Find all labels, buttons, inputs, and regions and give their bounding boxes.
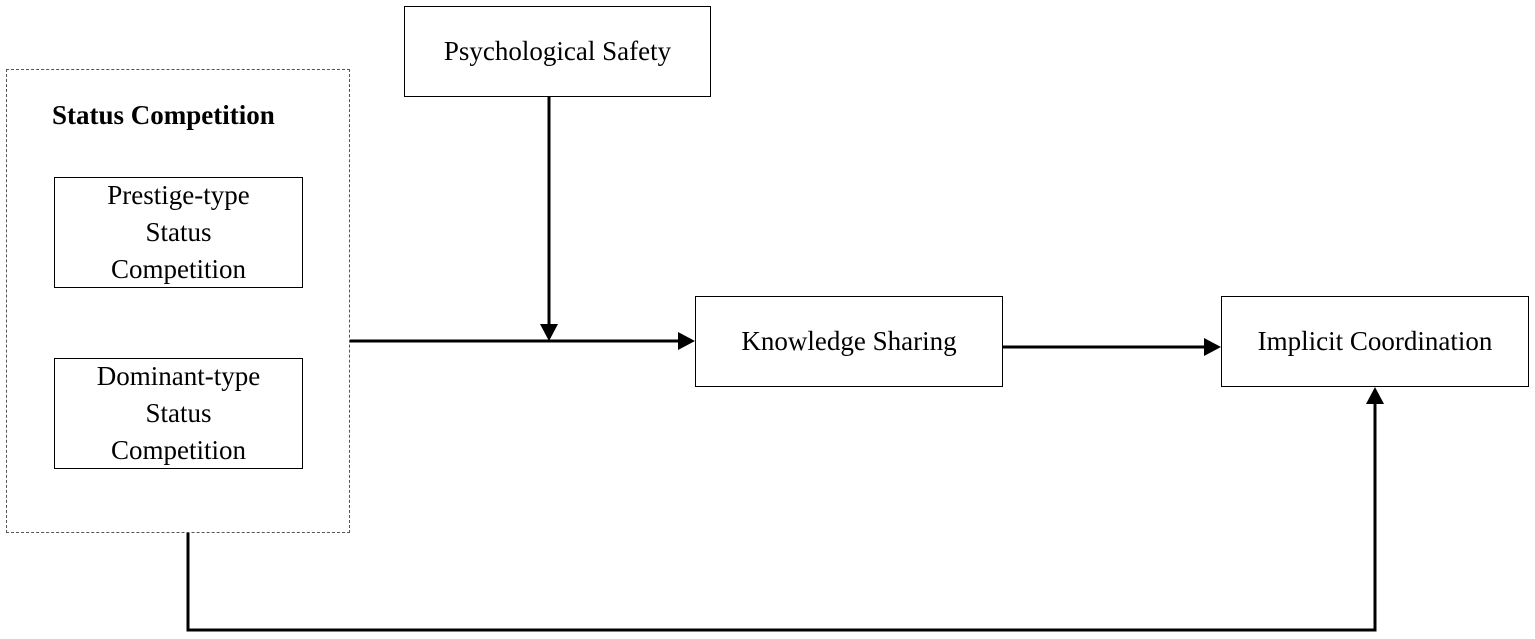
dominant-status-competition-node: Dominant-type Status Competition (54, 358, 303, 469)
arrowhead-knowledge-sharing (678, 332, 695, 350)
knowledge-sharing-node: Knowledge Sharing (695, 296, 1003, 387)
status-competition-group-title: Status Competition (52, 100, 275, 130)
arrow-status-to-coordination (186, 404, 1377, 632)
arrowhead-implicit-coordination-bottom (1366, 387, 1384, 404)
psychological-safety-node: Psychological Safety (404, 6, 711, 97)
arrowhead-implicit-coordination-left (1204, 338, 1221, 356)
prestige-status-competition-node: Prestige-type Status Competition (54, 177, 303, 288)
psychological-safety-label: Psychological Safety (443, 36, 672, 66)
arrowhead-moderation (540, 324, 558, 341)
prestige-status-competition-label: Prestige-type Status Competition (107, 180, 250, 284)
implicit-coordination-label: Implicit Coordination (1257, 326, 1493, 356)
knowledge-sharing-label: Knowledge Sharing (741, 326, 957, 356)
implicit-coordination-node: Implicit Coordination (1221, 296, 1529, 387)
dominant-status-competition-label: Dominant-type Status Competition (96, 361, 261, 465)
status-competition-group (6, 69, 350, 533)
